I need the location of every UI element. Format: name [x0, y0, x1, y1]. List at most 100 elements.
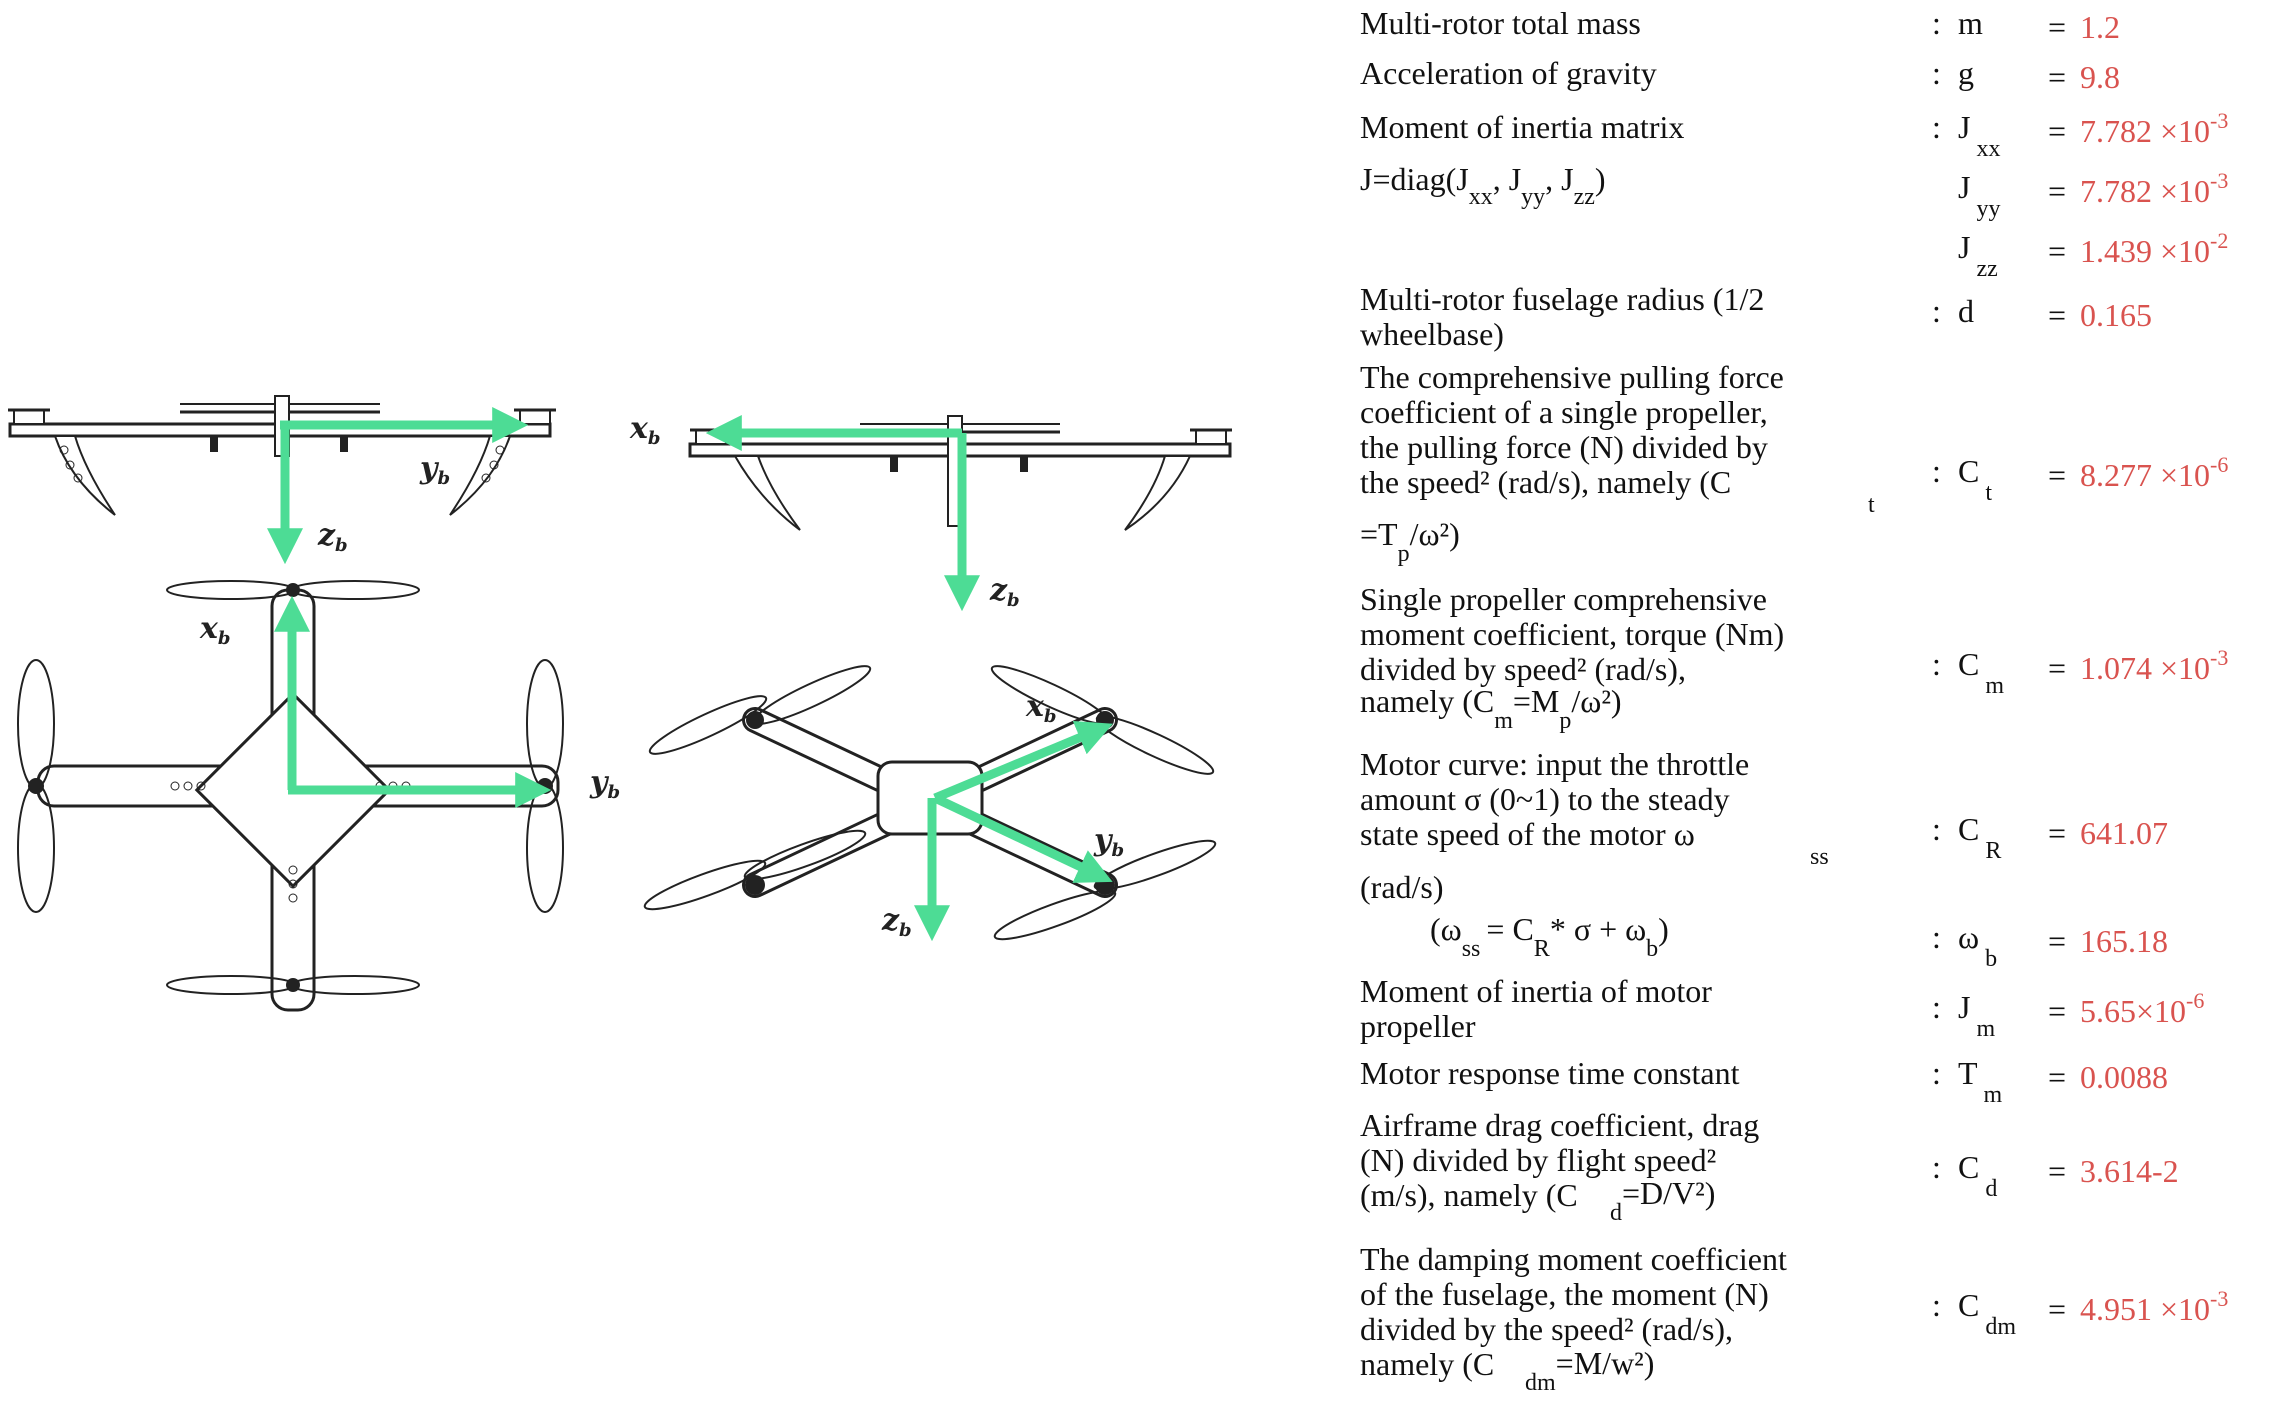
cr-unit-line: (rad/s)	[1360, 869, 1444, 905]
param-colon: :	[1932, 1055, 1941, 1091]
param-label-line: divided by the speed² (rad/s),	[1360, 1311, 1733, 1347]
param-label-line: Moment of inertia matrix	[1360, 109, 1684, 145]
param-colon: :	[1932, 1287, 1941, 1323]
param-symbol: g	[1958, 55, 1974, 91]
jdiag-expression: J=diag(Jxx, Jyy, Jzz)	[1360, 161, 1606, 210]
param-label-line: (m/s), namely (C	[1360, 1177, 1578, 1213]
param-symbol: d	[1958, 293, 1974, 329]
yb-label-left-top: yb	[419, 451, 450, 489]
param-value: 3.614-2	[2080, 1153, 2179, 1189]
param-symbol: Cm	[1958, 646, 2004, 699]
param-value: 0.0088	[2080, 1059, 2168, 1095]
svg-text:J=diag(Jxx, Jyy, Jzz): J=diag(Jxx, Jyy, Jzz)	[1360, 161, 1606, 210]
param-colon: :	[1932, 646, 1941, 682]
param-symbol: Cdm	[1958, 1287, 2016, 1340]
param-label-line: propeller	[1360, 1008, 1476, 1044]
param-value: 7.782 ×10-3	[2080, 168, 2228, 209]
param-colon: :	[1932, 1149, 1941, 1185]
yb-label-perspective: yb	[1093, 823, 1124, 861]
param-colon: :	[1932, 109, 1941, 145]
param-label-line: coefficient of a single propeller,	[1360, 394, 1768, 430]
param-equals: =	[2048, 1291, 2066, 1327]
param-label-line: of the fuselage, the moment (N)	[1360, 1276, 1769, 1312]
cm-formula-line: namely (Cm=Mp/ω²)	[1360, 683, 1622, 734]
param-equals: =	[2048, 457, 2066, 493]
param-equals: =	[2048, 1059, 2066, 1095]
param-symbol: Jm	[1958, 989, 1995, 1042]
zb-label-right-side: zb	[989, 573, 1020, 611]
param-value: 1.074 ×10-3	[2080, 645, 2228, 686]
omega-ss-formula: (ωss= CR* σ + ωb)	[1430, 911, 1669, 962]
param-symbol: Jzz	[1958, 229, 1998, 282]
cdm-formula-tail: dm=M/w²)	[1525, 1345, 1654, 1396]
param-label-line: namely (C	[1360, 1346, 1494, 1382]
param-label-line: The comprehensive pulling force	[1360, 359, 1784, 395]
param-label-line: Acceleration of gravity	[1360, 55, 1657, 91]
param-value: 1.439 ×10-2	[2080, 228, 2228, 269]
param-equals: =	[2048, 173, 2066, 209]
ct-inline-subscript: t	[1868, 492, 1875, 518]
param-colon: :	[1932, 293, 1941, 329]
param-symbol: CR	[1958, 811, 2001, 864]
param-value: 4.951 ×10-3	[2080, 1286, 2228, 1327]
param-value: 9.8	[2080, 59, 2120, 95]
param-value: 0.165	[2080, 297, 2152, 333]
yb-label-top-view: yb	[589, 765, 620, 803]
param-label-line: amount σ (0~1) to the steady	[1360, 781, 1730, 817]
param-equals: =	[2048, 815, 2066, 851]
param-equals: =	[2048, 1153, 2066, 1189]
param-label-line: divided by speed² (rad/s),	[1360, 651, 1686, 687]
param-colon: :	[1932, 989, 1941, 1025]
param-label-line: the pulling force (N) divided by	[1360, 429, 1768, 465]
zb-label-perspective: zb	[881, 903, 912, 941]
param-equals: =	[2048, 59, 2066, 95]
param-value: 7.782 ×10-3	[2080, 108, 2228, 149]
param-equals: =	[2048, 113, 2066, 149]
param-colon: :	[1932, 55, 1941, 91]
param-label-line: the speed² (rad/s), namely (C	[1360, 464, 1731, 500]
parameter-table: Multi-rotor total mass: m = 1.2Acceleration…	[1360, 5, 2228, 1382]
param-label-line: The damping moment coefficient	[1360, 1241, 1787, 1277]
param-label-line: moment coefficient, torque (Nm)	[1360, 616, 1784, 652]
param-label-line: Multi-rotor total mass	[1360, 5, 1641, 41]
param-value: 5.65×10-6	[2080, 988, 2204, 1029]
param-label-line: Multi-rotor fuselage radius (1/2	[1360, 281, 1764, 317]
param-symbol: Tm	[1958, 1055, 2003, 1108]
param-label-line: Airframe drag coefficient, drag	[1360, 1107, 1759, 1143]
param-colon: :	[1932, 453, 1941, 489]
ct-formula-tail: =Tp/ω²)	[1360, 516, 1460, 567]
param-label-line: Single propeller comprehensive	[1360, 581, 1767, 617]
param-label-line: state speed of the motor ω	[1360, 816, 1695, 852]
xb-label-right-side: xb	[629, 411, 660, 449]
param-equals: =	[2048, 993, 2066, 1029]
param-value: 165.18	[2080, 923, 2168, 959]
xb-label-top-view: xb	[199, 611, 230, 649]
param-symbol: Ct	[1958, 453, 1992, 506]
param-value: 1.2	[2080, 9, 2120, 45]
param-value: 641.07	[2080, 815, 2168, 851]
param-symbol: ωb	[1958, 919, 1997, 972]
param-equals: =	[2048, 297, 2066, 333]
param-symbol: Jyy	[1958, 169, 2000, 222]
param-label-line: Motor curve: input the throttle	[1360, 746, 1749, 782]
param-equals: =	[2048, 650, 2066, 686]
yb-arrow-perspective	[933, 793, 1113, 883]
param-symbol: Cd	[1958, 1149, 1997, 1202]
param-label-line: (N) divided by flight speed²	[1360, 1142, 1716, 1178]
param-symbol: m	[1958, 5, 1983, 41]
param-label-line: Moment of inertia of motor	[1360, 973, 1712, 1009]
param-colon: :	[1932, 919, 1941, 955]
param-equals: =	[2048, 233, 2066, 269]
xb-label-perspective: xb	[1025, 689, 1056, 727]
param-label-line: wheelbase)	[1360, 316, 1504, 352]
param-equals: =	[2048, 923, 2066, 959]
param-label-line: Motor response time constant	[1360, 1055, 1740, 1091]
omega-ss-subscript: ss	[1810, 844, 1829, 870]
xb-arrow-perspective	[933, 721, 1113, 803]
param-equals: =	[2048, 9, 2066, 45]
zb-label-left-top: zb	[317, 518, 348, 556]
param-value: 8.277 ×10-6	[2080, 452, 2228, 493]
cd-formula-tail: d=D/V²)	[1610, 1175, 1715, 1226]
param-colon: :	[1932, 811, 1941, 847]
